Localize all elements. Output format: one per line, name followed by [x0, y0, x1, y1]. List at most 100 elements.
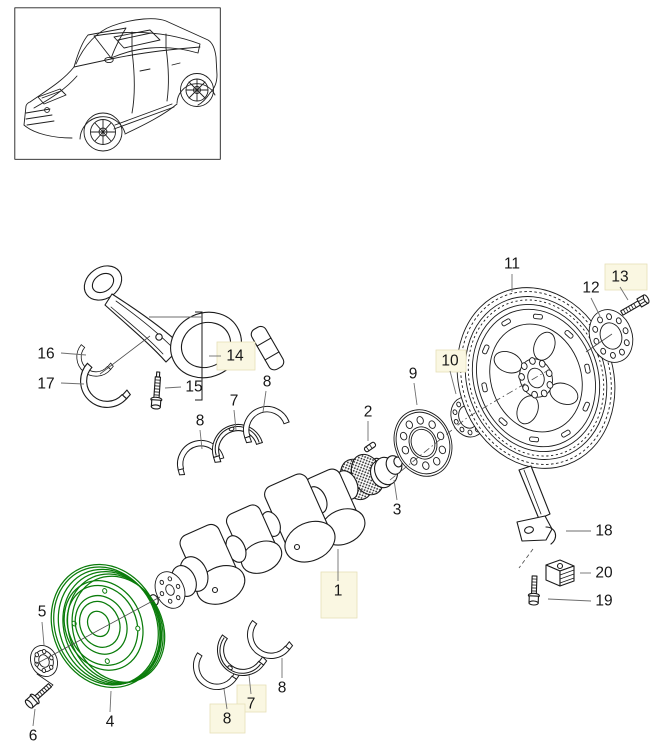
hole [436, 431, 445, 441]
flywheel-slot [501, 318, 511, 327]
flywheel[interactable] [432, 265, 640, 491]
part-label-7-upper[interactable]: 7 [230, 393, 239, 410]
leader-line-8-upper-mid [262, 390, 267, 413]
rod-bearing-shell-lower[interactable] [69, 357, 132, 419]
part-label-8-upper-left[interactable]: 8 [196, 413, 205, 430]
part-label-7-lower[interactable]: 7 [247, 696, 256, 713]
squirter-bolt[interactable] [527, 575, 540, 606]
part-label-20[interactable]: 20 [595, 565, 613, 582]
flywheel-slot [481, 382, 488, 393]
hole [622, 327, 629, 335]
hole [399, 431, 408, 441]
part-label-2[interactable]: 2 [364, 404, 373, 421]
bracket-14 [195, 311, 203, 401]
hole [167, 598, 173, 604]
leader-line-5 [41, 621, 45, 646]
hotspot-box-10[interactable] [435, 349, 467, 373]
nut-block[interactable] [545, 559, 575, 587]
vehicle-thumbnail[interactable] [14, 7, 221, 160]
leader-line-7-lower [248, 674, 252, 695]
leader-line-9 [413, 382, 418, 406]
hole [600, 347, 607, 355]
leader-line-7-upper [233, 409, 237, 431]
pulley-face-hole [102, 588, 108, 594]
leader-line-12 [590, 297, 601, 317]
part-label-4[interactable]: 4 [106, 714, 115, 731]
hole [34, 652, 40, 658]
flywheel-slot [532, 313, 543, 320]
part-label-12[interactable]: 12 [582, 280, 599, 297]
flywheel-slot [584, 363, 591, 374]
leader-line-4 [109, 690, 112, 713]
hole [159, 591, 165, 597]
hole [159, 579, 165, 585]
part-label-1[interactable]: 1 [334, 583, 343, 600]
hole [41, 668, 47, 674]
assembly-axis-lines [35, 333, 613, 665]
part-label-11[interactable]: 11 [504, 256, 520, 273]
part-label-5[interactable]: 5 [38, 604, 47, 621]
part-label-8-lower-left[interactable]: 8 [223, 711, 232, 728]
part-label-16[interactable]: 16 [37, 346, 54, 363]
flywheel-bolt-hole [522, 384, 530, 392]
hole [41, 648, 47, 654]
part-label-18[interactable]: 18 [595, 523, 612, 540]
part-label-6[interactable]: 6 [29, 728, 38, 745]
pulley-bolt[interactable] [23, 681, 53, 710]
flywheel-bolt-hole [540, 389, 548, 398]
flywheel-slot [582, 401, 590, 412]
hotspot-box-8-lower-left[interactable] [209, 703, 246, 734]
spacer-plate[interactable] [582, 303, 640, 368]
crankshaft[interactable] [148, 449, 390, 613]
hole [416, 416, 424, 425]
part-label-8-lower-right[interactable]: 8 [278, 680, 287, 697]
flywheel-bolt-hole [520, 362, 528, 370]
part-label-19[interactable]: 19 [595, 593, 612, 610]
flywheel-bolt-hole [538, 359, 546, 368]
hole [401, 445, 410, 455]
flywheel-slot [482, 344, 490, 355]
hole [167, 576, 173, 582]
part-label-13[interactable]: 13 [611, 269, 628, 286]
part-label-14[interactable]: 14 [226, 348, 244, 365]
hole [592, 325, 599, 333]
hole [405, 420, 413, 430]
hotspot-box-1[interactable] [320, 571, 358, 619]
hole [610, 351, 616, 359]
hole [175, 595, 181, 601]
hole [438, 445, 447, 455]
hole [428, 420, 436, 429]
leader-line-17 [60, 382, 85, 385]
part-label-8-upper-mid[interactable]: 8 [263, 374, 272, 391]
flywheel-bolt-hole [529, 357, 536, 365]
flywheel-bolt-hole [518, 373, 525, 381]
hole [597, 316, 603, 324]
leader-line-16 [60, 352, 87, 356]
flywheel-slot [564, 329, 574, 339]
leader-line-8-lower-left [223, 688, 228, 710]
rod-bolt[interactable] [150, 371, 164, 410]
flywheel-slot [561, 429, 571, 438]
leader-line-15 [164, 386, 182, 389]
drive-plate[interactable] [384, 401, 461, 485]
part-label-15[interactable]: 15 [185, 379, 202, 396]
hole [48, 664, 54, 670]
hotspot-box-14[interactable] [216, 341, 256, 371]
part-label-9[interactable]: 9 [409, 366, 418, 383]
hole [453, 418, 459, 425]
hotspot-box-13[interactable] [604, 263, 648, 291]
part-label-3[interactable]: 3 [393, 502, 402, 519]
rod-bearing-shell-upper[interactable] [68, 340, 115, 385]
flywheel-bolt[interactable] [620, 294, 651, 317]
part-label-17[interactable]: 17 [37, 376, 54, 393]
oil-squirter[interactable] [516, 465, 557, 545]
hole [459, 426, 465, 433]
hole [606, 313, 612, 321]
part-label-10[interactable]: 10 [441, 353, 459, 370]
hole [456, 401, 462, 408]
flywheel-slot [498, 417, 508, 427]
leader-line-10 [449, 370, 457, 395]
woodruff-key[interactable] [363, 441, 377, 453]
